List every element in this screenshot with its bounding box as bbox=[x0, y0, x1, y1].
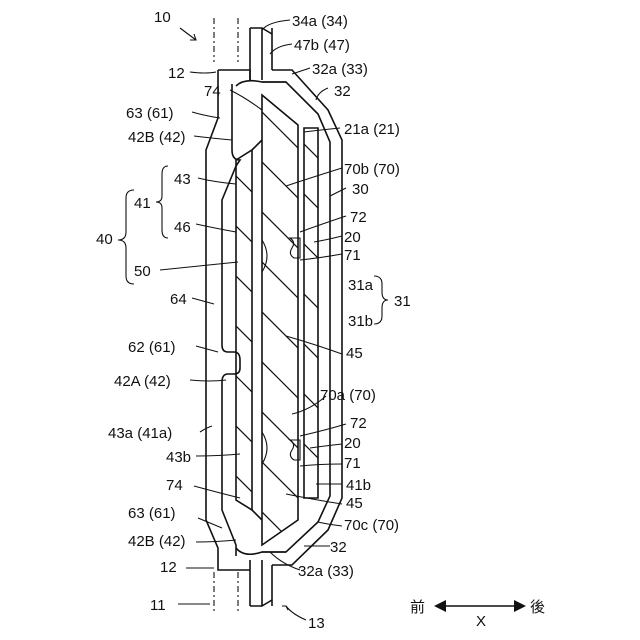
board-70 bbox=[262, 95, 298, 545]
label-34a: 34a (34) bbox=[292, 13, 348, 30]
label-71-bot: 71 bbox=[344, 455, 361, 472]
label-62: 62 (61) bbox=[128, 339, 176, 356]
brace-41 bbox=[156, 166, 168, 238]
label-12-top: 12 bbox=[168, 65, 185, 82]
label-13: 13 bbox=[308, 615, 325, 632]
label-71-top: 71 bbox=[344, 247, 361, 264]
label-46: 46 bbox=[174, 219, 191, 236]
label-63-bot: 63 (61) bbox=[128, 505, 176, 522]
rear-casing-inner bbox=[262, 82, 330, 552]
label-31: 31 bbox=[394, 293, 411, 310]
label-41: 41 bbox=[134, 195, 151, 212]
lower-pipe bbox=[214, 560, 272, 612]
label-74-top: 74 bbox=[204, 83, 221, 100]
label-74-bot: 74 bbox=[166, 477, 183, 494]
label-31a: 31a bbox=[348, 277, 374, 294]
label-42B-top: 42B (42) bbox=[128, 129, 186, 146]
label-43b: 43b bbox=[166, 449, 191, 466]
label-43: 43 bbox=[174, 171, 191, 188]
label-20-top: 20 bbox=[344, 229, 361, 246]
label-72-bot: 72 bbox=[350, 415, 367, 432]
direction-arrow-right-icon bbox=[514, 600, 526, 612]
label-32-top: 32 bbox=[334, 83, 351, 100]
rear-plate-hatching bbox=[300, 140, 320, 460]
label-72-top: 72 bbox=[350, 209, 367, 226]
body-45-outline bbox=[252, 140, 262, 520]
label-10: 10 bbox=[154, 9, 171, 26]
label-31b: 31b bbox=[348, 313, 373, 330]
label-70b: 70b (70) bbox=[344, 161, 400, 178]
rear-casing-outer bbox=[272, 70, 342, 565]
label-21a: 21a (21) bbox=[344, 121, 400, 138]
rear-plate-21 bbox=[304, 128, 318, 498]
label-42B-bot: 42B (42) bbox=[128, 533, 186, 550]
direction-axis-label: X bbox=[476, 613, 486, 630]
label-63-top: 63 (61) bbox=[126, 105, 174, 122]
direction-rear-label: 後 bbox=[530, 599, 545, 616]
label-50: 50 bbox=[134, 263, 151, 280]
brace-40 bbox=[118, 190, 134, 284]
label-12-bot: 12 bbox=[160, 559, 177, 576]
direction-front-label: 前 bbox=[410, 599, 425, 616]
front-casing-inner bbox=[222, 84, 240, 556]
top-cap bbox=[236, 81, 286, 86]
label-45-bot: 45 bbox=[346, 495, 363, 512]
label-32a-top: 32a (33) bbox=[312, 61, 368, 78]
label-11: 11 bbox=[150, 597, 166, 614]
label-20-bot: 20 bbox=[344, 435, 361, 452]
label-43a: 43a (41a) bbox=[108, 425, 172, 442]
label-45-top: 45 bbox=[346, 345, 363, 362]
reference-labels: 10 34a (34) 47b (47) 32a (33) 12 74 32 6… bbox=[96, 9, 411, 632]
bottom-cap bbox=[236, 548, 286, 554]
direction-indicator: 前 X 後 bbox=[410, 599, 545, 630]
brace-31 bbox=[374, 276, 388, 324]
front-plate-41 bbox=[236, 150, 252, 510]
label-32a-bot: 32a (33) bbox=[298, 563, 354, 580]
front-plate-hatching bbox=[230, 170, 260, 500]
label-64: 64 bbox=[170, 291, 187, 308]
label-42A: 42A (42) bbox=[114, 373, 171, 390]
label-40: 40 bbox=[96, 231, 113, 248]
label-30: 30 bbox=[352, 181, 369, 198]
label-70c: 70c (70) bbox=[344, 517, 399, 534]
label-70a: 70a (70) bbox=[320, 387, 376, 404]
label-32-bot: 32 bbox=[330, 539, 347, 556]
direction-arrow-left-icon bbox=[434, 600, 446, 612]
label-41b: 41b bbox=[346, 477, 371, 494]
label-47b: 47b (47) bbox=[294, 37, 350, 54]
